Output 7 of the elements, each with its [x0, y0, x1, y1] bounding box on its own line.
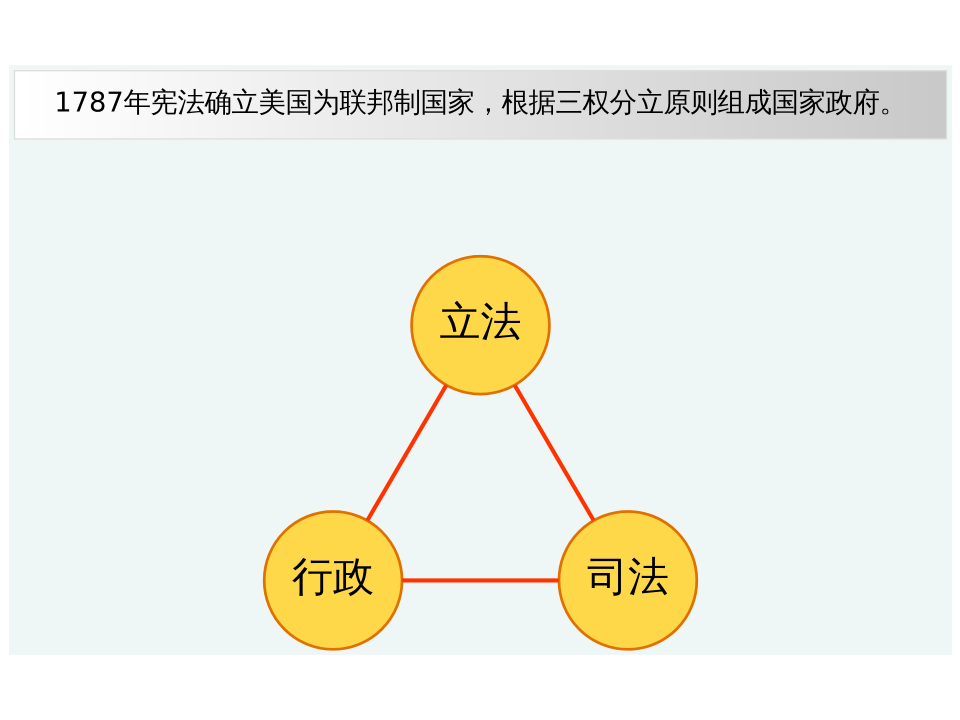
node-circle: 立法 [410, 254, 550, 396]
connector [365, 384, 448, 522]
node-box: 1787年宪法确立美国为联邦制国家，根据三权分立原则组成国家政府。 [13, 70, 947, 140]
connector [402, 578, 558, 582]
connector [512, 384, 595, 522]
node-circle: 行政 [262, 510, 403, 651]
node-circle: 司法 [557, 510, 698, 651]
